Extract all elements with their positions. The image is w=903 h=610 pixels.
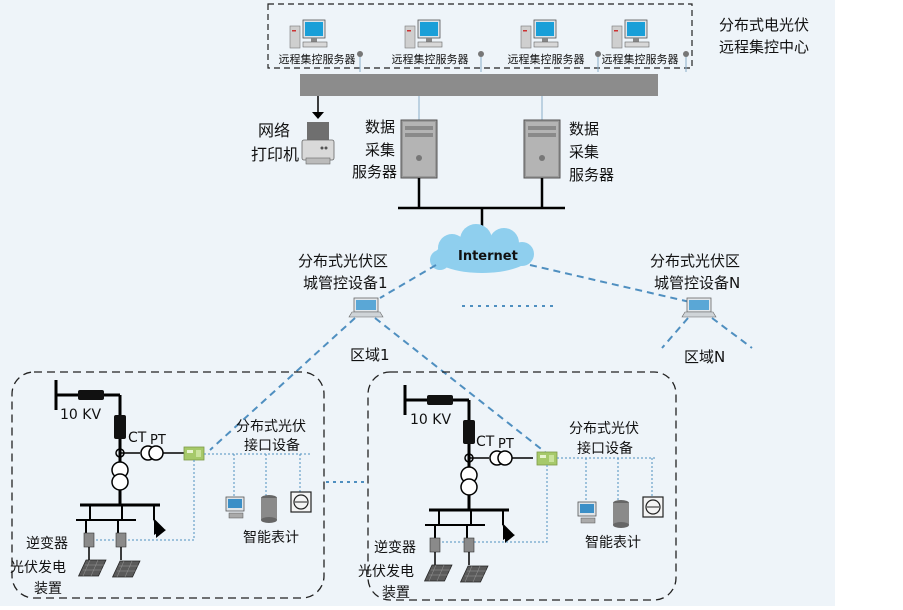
region-1-label-line2: 城管控设备1 [303,274,388,292]
remote-server-4: 远程集控服务器 [602,19,679,66]
data-server-2-line3: 服务器 [569,166,614,184]
region-controller-n-icon [681,297,717,318]
station-1-pv-line2: 装置 [34,581,62,597]
server-bus [300,74,658,96]
data-server-1-icon [400,119,438,179]
data-server-1-line3: 服务器 [352,163,397,181]
data-server-2-line2: 采集 [569,143,599,161]
station-1-voltage: 10 KV [60,407,101,423]
station-2-interface-line2: 接口设备 [577,440,633,457]
station-2-interface-line1: 分布式光伏 [569,421,639,437]
control-center-box [267,3,693,69]
region-1-area: 区域1 [350,346,390,364]
remote-server-1: 远程集控服务器 [279,19,356,66]
station-box-1 [11,371,325,599]
internet-label: Internet [458,249,518,264]
center-title-line2: 远程集控中心 [719,38,809,56]
station-2-ct-label: CT [476,434,495,450]
region-n-label-line1: 分布式光伏区 [650,252,740,270]
remote-server-2: 远程集控服务器 [392,19,469,66]
station-1-interface-line1: 分布式光伏 [236,419,306,435]
remote-server-label: 远程集控服务器 [279,52,356,66]
station-2-meter-label: 智能表计 [585,535,641,551]
network-links [209,264,753,453]
printer-icon [301,122,335,165]
internet-cloud [430,224,534,273]
station-1-interface-line2: 接口设备 [244,437,300,454]
remote-server-label: 远程集控服务器 [602,52,679,66]
station-1-pt-label: PT [150,433,166,448]
station-1: 10 KV CT PT 分布式光伏 接口设备 智能表计 逆变器 光伏发电 装置 [10,364,312,597]
region-controller-1-icon [348,297,384,318]
printer-label-line1: 网络 [258,121,290,140]
station-2-pt-label: PT [498,437,514,452]
region-1-label-line1: 分布式光伏区 [298,252,388,270]
data-server-1-line1: 数据 [365,118,395,136]
station-1-inverter-label: 逆变器 [26,536,68,552]
station-2-inverter-label: 逆变器 [374,540,416,556]
station-2-pv-line2: 装置 [382,585,410,601]
station-2-interface-device [536,451,558,466]
station-1-ct-label: CT [128,430,147,446]
station-box-2 [367,371,677,601]
station-2-voltage: 10 KV [410,412,451,428]
station-1-interface-device [183,446,205,461]
data-server-2-line1: 数据 [569,120,599,138]
remote-server-label: 远程集控服务器 [508,52,585,66]
backbone-network [398,178,565,238]
station-2-pv-line1: 光伏发电 [358,564,414,580]
remote-server-label: 远程集控服务器 [392,52,469,66]
region-n-label-line2: 城管控设备N [654,274,740,292]
station-1-pv-line1: 光伏发电 [10,560,66,576]
station-2: 10 KV CT PT 分布式光伏 接口设备 智能表计 逆变器 光伏发电 装置 [358,369,664,601]
station-1-meter-label: 智能表计 [243,530,299,546]
printer-label-line2: 打印机 [251,145,299,164]
region-n-area: 区域N [684,348,725,366]
data-server-1-line2: 采集 [365,141,395,159]
center-title-line1: 分布式电光伏 [719,16,809,34]
remote-server-3: 远程集控服务器 [508,19,585,66]
data-server-2-icon [523,119,561,179]
